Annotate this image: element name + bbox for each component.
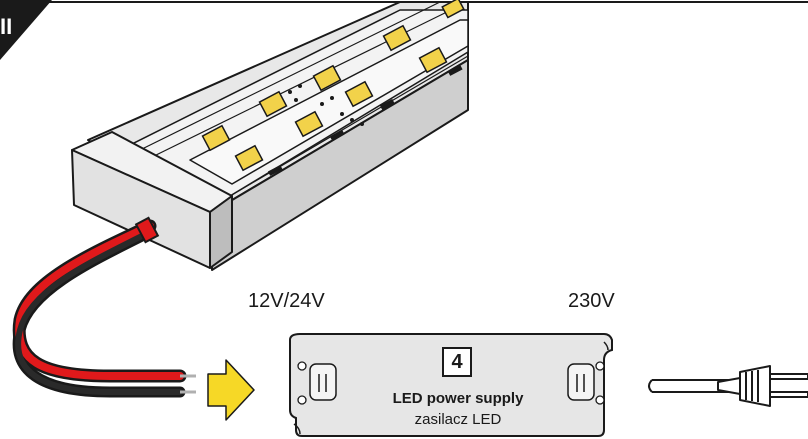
- psu-body: [289, 333, 613, 437]
- mains-plug: [717, 365, 808, 407]
- power-supply-subtitle: zasilacz LED: [414, 411, 502, 428]
- led-chips: [201, 0, 465, 172]
- corner-label: II: [0, 14, 13, 39]
- screw-hole: [297, 361, 307, 371]
- led-cable: [12, 219, 187, 398]
- plug-pin-top: [769, 373, 808, 380]
- connect-arrow: [207, 359, 255, 421]
- psu-right-terminal: [567, 363, 595, 401]
- plug-sleeve: [717, 377, 741, 395]
- mains-cable: [648, 379, 730, 393]
- led-chip: [294, 110, 324, 138]
- power-supply-title: LED power supply: [392, 390, 524, 407]
- strip-components: [267, 64, 463, 176]
- led-chip: [418, 46, 448, 74]
- wire-black-fill: [15, 229, 183, 395]
- profile-rail-1: [139, 1, 441, 151]
- led-chip: [344, 80, 374, 108]
- step-number-badge: 4: [442, 347, 472, 377]
- screw-hole: [595, 395, 605, 405]
- psu-left-terminal: [309, 363, 337, 401]
- led-strip: [189, 19, 469, 185]
- led-chip: [201, 124, 231, 152]
- mains-voltage-label: 230V: [568, 290, 615, 312]
- plug-pin-bottom: [769, 391, 808, 398]
- wire-red-fill: [15, 222, 184, 380]
- led-chip: [382, 24, 412, 52]
- led-chip: [234, 144, 264, 172]
- corner-badge: [0, 0, 52, 60]
- screw-hole: [297, 395, 307, 405]
- low-voltage-label: 12V/24V: [248, 290, 325, 312]
- led-chip: [258, 90, 288, 118]
- plug-body: [739, 365, 771, 407]
- mains-wire-end: [648, 379, 653, 393]
- power-supply-box: [289, 333, 613, 437]
- end-cap-side: [209, 195, 233, 269]
- cable-grommet: [134, 216, 160, 244]
- led-chip: [312, 64, 342, 92]
- screw-hole: [595, 361, 605, 371]
- led-chip: [441, 0, 465, 19]
